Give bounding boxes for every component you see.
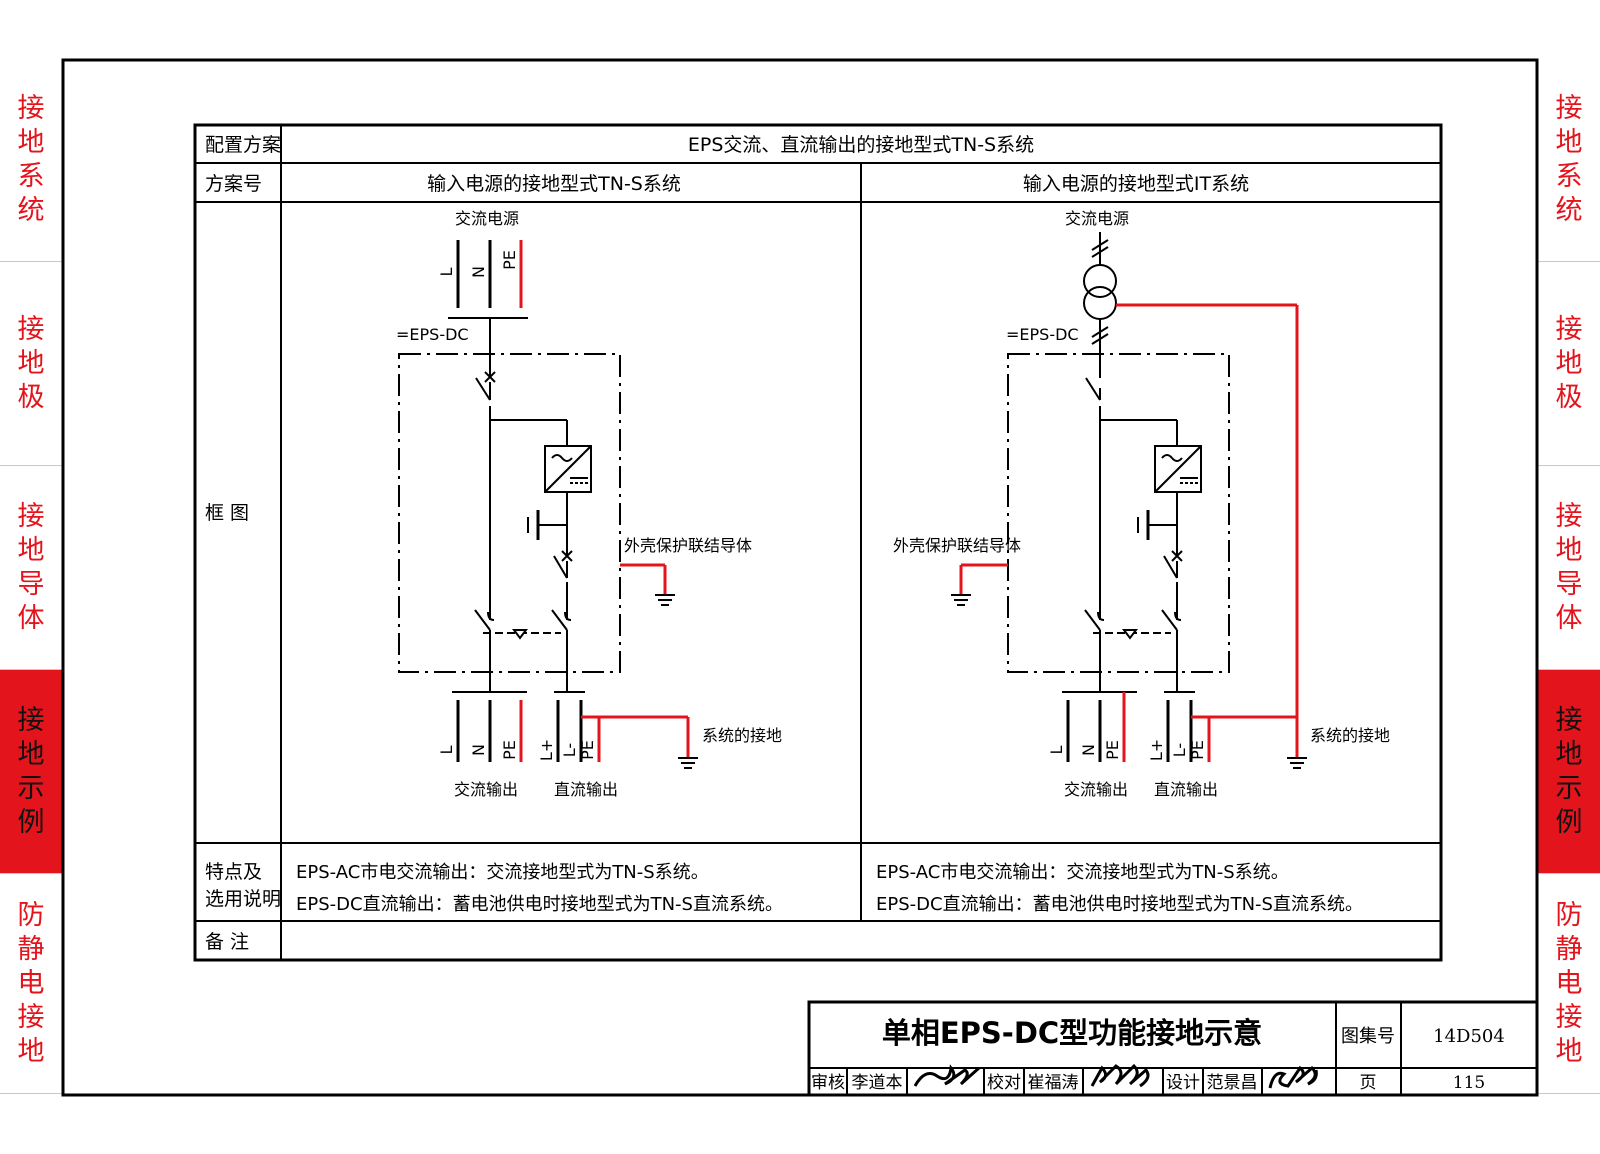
a-enclosure-bond-label: 外壳保护联结导体 <box>624 536 752 555</box>
a-out-Lminus: L- <box>560 743 579 757</box>
a-in-N: N <box>469 266 488 278</box>
atlas-number: 14D504 <box>1433 1026 1505 1047</box>
b-out-PE: PE <box>1103 740 1122 760</box>
a-in-L: L <box>437 267 456 276</box>
b-ac-source-label: 交流电源 <box>1065 209 1129 228</box>
side-tab-right-4[interactable]: 接地示例 <box>1538 670 1600 874</box>
a-out-L: L <box>437 745 456 754</box>
check-label: 校对 <box>987 1073 1021 1093</box>
reviewer-name: 李道本 <box>852 1073 903 1093</box>
side-tab-label: 防静电接地 <box>17 899 45 1067</box>
row-header-remarks: 备 注 <box>205 931 249 953</box>
b-out-Lminus: L- <box>1170 743 1189 757</box>
config-value: EPS交流、直流输出的接地型式TN-S系统 <box>688 134 1034 156</box>
reviewer-signature <box>913 1064 980 1087</box>
drawing-frame <box>61 58 1539 1097</box>
side-tab-right-1[interactable]: 接地系统 <box>1538 58 1600 262</box>
page-number: 115 <box>1453 1073 1485 1093</box>
a-ac-output-label: 交流输出 <box>454 780 518 799</box>
scheme-a-title: 输入电源的接地型式TN-S系统 <box>427 173 681 195</box>
design-label: 设计 <box>1166 1073 1200 1093</box>
side-tab-left-4[interactable]: 接地示例 <box>0 670 62 874</box>
b-enclosure-bond-label: 外壳保护联结导体 <box>893 536 1021 555</box>
a-out-dc-PE: PE <box>578 740 597 760</box>
side-tab-label: 接地导体 <box>1555 500 1583 634</box>
a-in-PE: PE <box>500 250 519 270</box>
side-tab-left-5[interactable]: 防静电接地 <box>0 874 62 1094</box>
desc-b-line2: EPS-DC直流输出：蓄电池供电时接地型式为TN-S直流系统。 <box>876 894 1363 915</box>
a-out-Lplus: L+ <box>537 739 556 761</box>
side-tab-right-2[interactable]: 接地极 <box>1538 262 1600 466</box>
a-system-earth-label: 系统的接地 <box>702 726 782 745</box>
b-out-Lplus: L+ <box>1147 739 1166 761</box>
drawing-title: 单相EPS-DC型功能接地示意 <box>882 1016 1262 1050</box>
side-tab-left-2[interactable]: 接地极 <box>0 262 62 466</box>
side-tab-label: 接地导体 <box>17 500 45 634</box>
row-header-features-1: 特点及 <box>205 861 262 883</box>
a-out-N: N <box>469 744 488 756</box>
desc-b-line1: EPS-AC市电交流输出：交流接地型式为TN-S系统。 <box>876 862 1289 883</box>
designer-name: 范景昌 <box>1207 1073 1258 1093</box>
row-header-diagram: 框 图 <box>205 502 249 524</box>
side-tab-right-5[interactable]: 防静电接地 <box>1538 874 1600 1094</box>
b-out-dc-PE: PE <box>1188 740 1207 760</box>
desc-a-line2: EPS-DC直流输出：蓄电池供电时接地型式为TN-S直流系统。 <box>296 894 783 915</box>
atlas-label: 图集号 <box>1341 1026 1395 1047</box>
side-tab-label: 接地极 <box>17 313 45 413</box>
diagram-scheme-b <box>951 232 1307 769</box>
side-tab-right-3[interactable]: 接地导体 <box>1538 466 1600 670</box>
b-system-earth-label: 系统的接地 <box>1310 726 1390 745</box>
side-tab-label: 接地极 <box>1555 313 1583 413</box>
page-label: 页 <box>1360 1073 1377 1093</box>
review-label: 审核 <box>811 1073 845 1093</box>
b-device-label: =EPS-DC <box>1006 325 1079 344</box>
scheme-b-title: 输入电源的接地型式IT系统 <box>1023 173 1249 195</box>
row-header-features-2: 选用说明 <box>205 888 281 910</box>
side-tab-label: 防静电接地 <box>1555 899 1583 1067</box>
b-dc-output-label: 直流输出 <box>1154 780 1218 799</box>
a-device-label: =EPS-DC <box>396 325 469 344</box>
b-out-N: N <box>1079 744 1098 756</box>
side-tab-label: 接地系统 <box>17 92 45 226</box>
b-out-L: L <box>1047 745 1066 754</box>
side-tab-left-3[interactable]: 接地导体 <box>0 466 62 670</box>
a-dc-output-label: 直流输出 <box>554 780 618 799</box>
designer-signature <box>1268 1065 1318 1089</box>
desc-a-line1: EPS-AC市电交流输出：交流接地型式为TN-S系统。 <box>296 862 709 883</box>
title-block <box>807 1000 1539 1097</box>
side-tab-label: 接地示例 <box>1555 704 1583 838</box>
side-tab-label: 接地系统 <box>1555 92 1583 226</box>
checker-signature <box>1090 1063 1150 1088</box>
side-tab-label: 接地示例 <box>17 704 45 838</box>
b-ac-output-label: 交流输出 <box>1064 780 1128 799</box>
row-header-scheme: 方案号 <box>205 173 262 195</box>
a-out-PE: PE <box>500 740 519 760</box>
a-ac-source-label: 交流电源 <box>455 209 519 228</box>
row-header-config: 配置方案 <box>205 134 281 156</box>
diagram-scheme-a <box>398 240 698 769</box>
scheme-table <box>193 123 1443 962</box>
side-tab-left-1[interactable]: 接地系统 <box>0 58 62 262</box>
checker-name: 崔福涛 <box>1028 1073 1079 1093</box>
